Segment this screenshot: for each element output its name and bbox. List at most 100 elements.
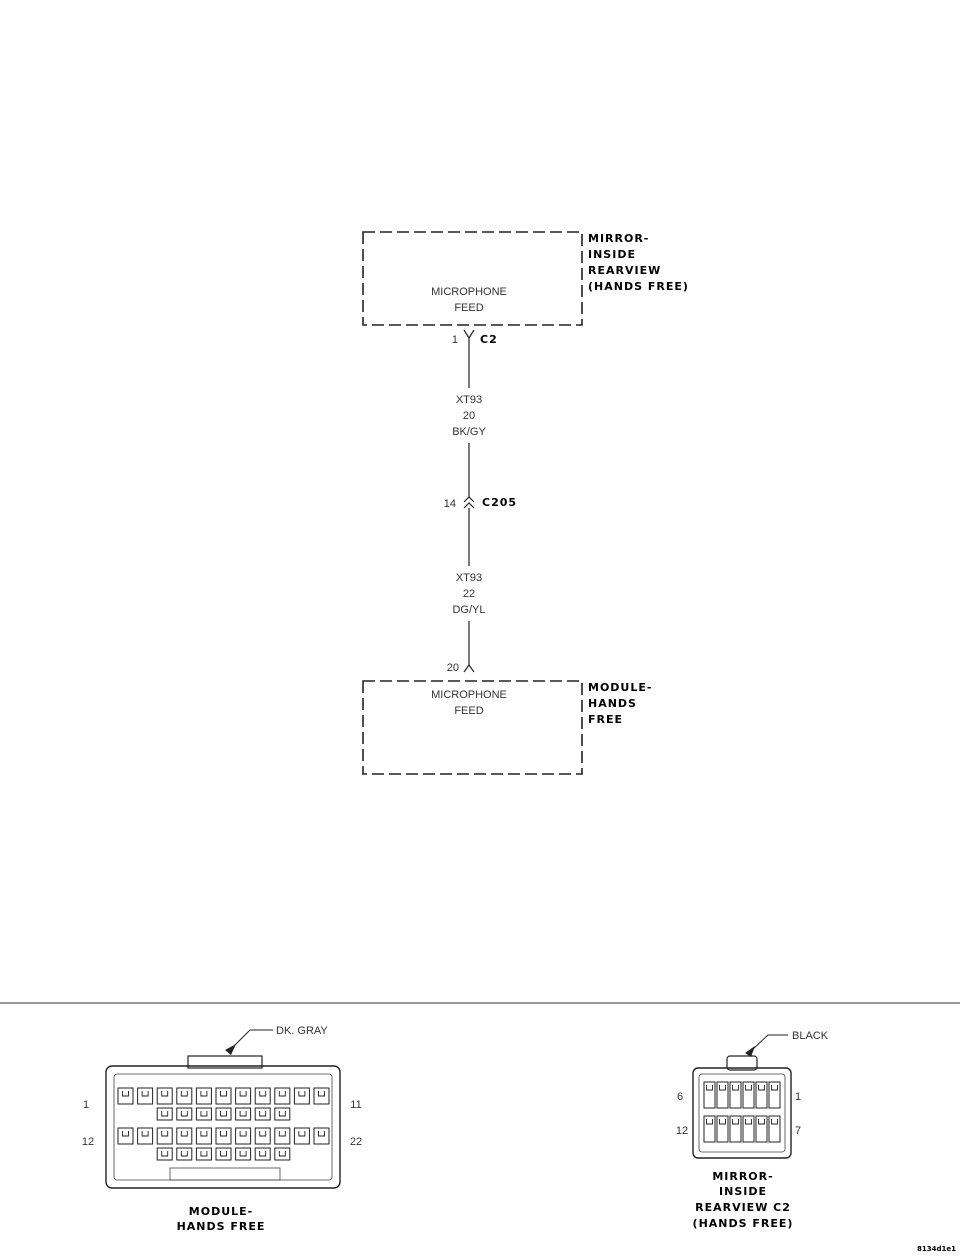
module-cavity-terminal [220,1091,227,1097]
mirror-name-line-1: MIRROR- [588,232,649,245]
mirror-cavity-terminal [771,1119,778,1125]
module-cavity-lower-terminal [278,1111,286,1117]
module-cavity-lower [254,1107,271,1121]
mirror-connector-id: C2 [480,333,498,346]
mirror-cavity [768,1115,781,1143]
mirror-connector-face: BLACK 6 1 12 7 MIRROR- INSIDE REARVIEW C… [676,1030,829,1230]
mirror-connector-body [692,1067,792,1159]
mirror-cavity [755,1115,768,1143]
module-cavity-lower [176,1107,193,1121]
mirror-cavity [703,1081,716,1109]
module-connector-body [105,1065,341,1189]
mirror-cavity-terminal [745,1119,752,1125]
module-cavity-lower [156,1107,173,1121]
mirror-connector-caption-3: REARVIEW C2 [695,1201,791,1214]
module-cavity [235,1087,252,1105]
module-cavity-lower [235,1107,252,1121]
mirror-function-line-2: FEED [454,302,483,314]
mirror-function-line-1: MICROPHONE [431,286,507,298]
mirror-cavity-terminal [771,1085,778,1091]
module-cavity-lower-terminal [239,1151,247,1157]
module-cavity [235,1127,252,1145]
module-name-line-2: HANDS [588,697,637,710]
module-cavity [176,1127,193,1145]
module-cavity-terminal [161,1131,169,1137]
module-cavity [137,1087,154,1105]
module-pin-label-1: 1 [83,1099,89,1111]
mirror-name-line-2: INSIDE [588,248,636,261]
module-cavity-terminal [318,1131,325,1137]
upper-wire-color: BK/GY [452,426,486,438]
mirror-cavity [716,1115,729,1143]
module-cavity-lower [235,1147,252,1161]
module-cavity-terminal [161,1091,169,1097]
mirror-cavity-terminal [706,1085,713,1091]
c205-connector-symbol [463,496,475,509]
module-cavity [156,1127,173,1145]
module-cavity-terminal [122,1091,129,1097]
module-cavity [117,1087,134,1105]
mirror-cavity [703,1115,716,1143]
module-cavity [254,1087,271,1105]
module-cavity-lower [274,1147,291,1161]
mirror-cavity-terminal [706,1119,713,1125]
module-color-leader [231,1029,273,1049]
module-cavity-lower-terminal [161,1151,169,1157]
c205-pin-number: 14 [444,498,456,510]
mirror-connector-caption-4: (HANDS FREE) [693,1217,794,1230]
mirror-cavity [742,1115,755,1143]
module-cavity-terminal [141,1131,149,1137]
mirror-pin-label-7: 7 [795,1125,801,1137]
mirror-cavity [742,1081,755,1109]
module-cavity [254,1127,271,1145]
module-cavity-terminal [298,1091,306,1097]
mirror-cavity-terminal [745,1085,752,1091]
module-connector-latch [187,1055,263,1069]
module-cavity [215,1127,232,1145]
module-connector-caption-2: HANDS FREE [177,1220,266,1233]
module-cavity-lower [274,1107,291,1121]
module-cavity-terminal [200,1091,208,1097]
module-cavity [137,1127,154,1145]
module-cavity-terminal [259,1091,267,1097]
module-connector-color: DK. GRAY [276,1025,328,1037]
module-cavity-terminal [180,1091,188,1097]
mirror-cavity-terminal [719,1119,726,1125]
mirror-pin-number: 1 [452,334,458,346]
module-cavity-lower-terminal [220,1151,227,1157]
module-pin-label-12: 12 [82,1136,94,1148]
module-cavity [156,1087,173,1105]
module-cavity-terminal [298,1131,306,1137]
mirror-cavity [729,1081,742,1109]
module-cavity-lower-terminal [220,1111,227,1117]
module-cavity [293,1087,310,1105]
mirror-cavity [729,1115,742,1143]
module-cavity-lower [254,1147,271,1161]
module-cavity [195,1087,212,1105]
mirror-connector-inner [698,1073,786,1153]
module-cavity-lower-terminal [259,1151,267,1157]
module-pin-label-22: 22 [350,1136,362,1148]
module-cavity-lower [195,1147,212,1161]
module-cavity-terminal [122,1131,129,1137]
mirror-cavity-terminal [758,1119,765,1125]
mirror-cavity [755,1081,768,1109]
c205-connector-id: C205 [482,496,517,509]
mirror-connector-caption-2: INSIDE [719,1185,767,1198]
mirror-name-line-3: REARVIEW [588,264,661,277]
mirror-cavity-terminal [732,1119,739,1125]
module-cavity-lower [176,1147,193,1161]
lower-wire-circuit: XT93 [456,572,482,584]
upper-wire-circuit: XT93 [456,394,482,406]
module-cavity-terminal [141,1091,149,1097]
module-connector-caption-1: MODULE- [189,1205,253,1218]
module-cavity [293,1127,310,1145]
module-connector-cavities [117,1087,330,1161]
figure-id: 8134d1e1 [917,1245,956,1253]
module-cavity-lower [215,1107,232,1121]
lower-wire-color: DG/YL [452,604,485,616]
module-cavity-terminal [278,1091,286,1097]
module-function-line-2: FEED [454,705,483,717]
module-cavity-lower-terminal [200,1151,208,1157]
module-pin-number: 20 [447,662,459,674]
